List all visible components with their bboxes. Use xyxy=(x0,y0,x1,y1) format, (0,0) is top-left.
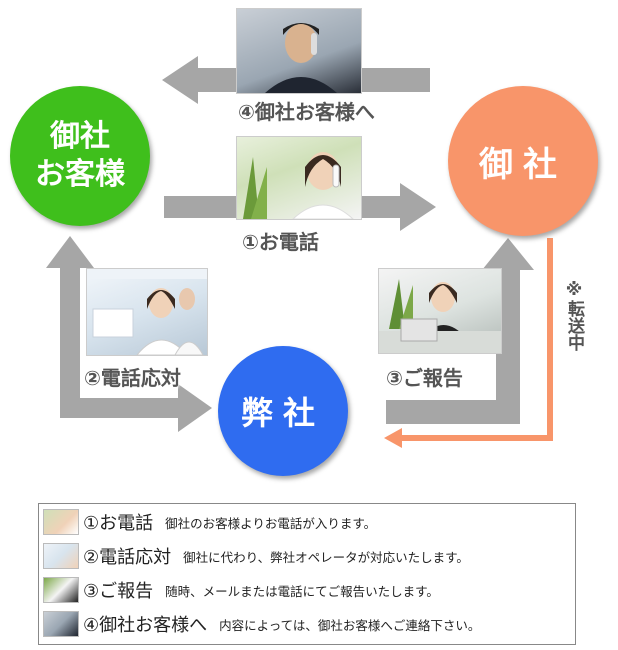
node-customer-line1: 御社 xyxy=(35,118,125,156)
man-on-phone-photo xyxy=(236,8,362,94)
node-client-label: 御社 xyxy=(479,137,567,186)
step-4-label: ④御社お客様へ xyxy=(238,96,375,125)
node-ours-label: 弊社 xyxy=(241,388,325,434)
legend-key: ③ご報告 xyxy=(83,577,153,603)
transfer-arrowhead xyxy=(384,428,402,448)
legend-row: ②電話応対 御社に代わり、弊社オペレータが対応いたします。 xyxy=(43,542,469,570)
node-customer: 御社 お客様 xyxy=(10,86,150,226)
legend-desc: 随時、メールまたは電話にてご報告いたします。 xyxy=(165,581,439,600)
woman-phone-thumb xyxy=(43,509,79,535)
operator-thumb xyxy=(43,543,79,569)
woman-on-phone-photo xyxy=(236,136,362,220)
legend-box: ①お電話 御社のお客様よりお電話が入ります。 ②電話応対 御社に代わり、弊社オペ… xyxy=(38,503,576,645)
legend-key: ①お電話 xyxy=(83,509,153,535)
call-flow-diagram: 御社 お客様 御社 弊社 ④御社お客様へ ①お電話 ②電話応対 ③ご報告 ※転送… xyxy=(0,0,618,480)
legend-row: ③ご報告 随時、メールまたは電話にてご報告いたします。 xyxy=(43,576,439,604)
legend-row: ④御社お客様へ 内容によっては、御社お客様へご連絡下さい。 xyxy=(43,610,480,638)
step-3-label: ③ご報告 xyxy=(386,362,463,391)
legend-key: ④御社お客様へ xyxy=(83,611,207,637)
legend-desc: 御社に代わり、弊社オペレータが対応いたします。 xyxy=(183,547,469,566)
node-customer-line2: お客様 xyxy=(35,156,125,194)
step-2-label: ②電話応対 xyxy=(84,362,181,391)
man-phone-thumb xyxy=(43,611,79,637)
transfer-label: ※転送中 xyxy=(560,280,584,351)
desk-phone-photo xyxy=(378,268,502,354)
node-client: 御社 xyxy=(448,86,598,236)
legend-row: ①お電話 御社のお客様よりお電話が入ります。 xyxy=(43,508,376,536)
legend-desc: 御社のお客様よりお電話が入ります。 xyxy=(165,513,376,532)
call-center-photo xyxy=(86,268,208,356)
legend-desc: 内容によっては、御社お客様へご連絡下さい。 xyxy=(219,615,480,634)
desk-phone-thumb xyxy=(43,577,79,603)
step-1-label: ①お電話 xyxy=(242,226,319,255)
legend-key: ②電話応対 xyxy=(83,543,171,569)
node-ours: 弊社 xyxy=(218,346,348,476)
